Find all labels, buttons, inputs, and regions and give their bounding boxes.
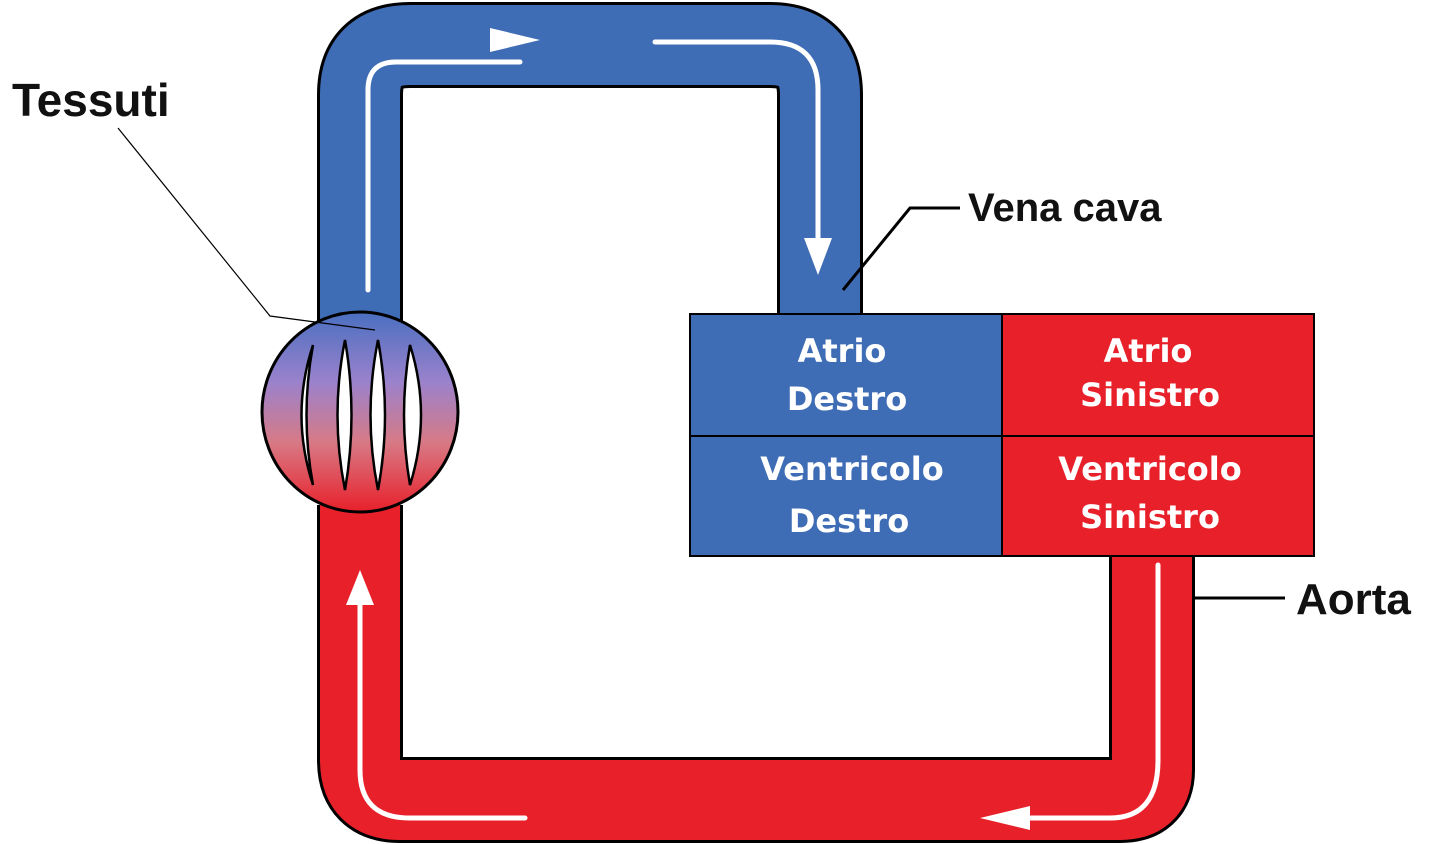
- left-ventricle: [1001, 435, 1315, 557]
- callout-lines: [117, 127, 1285, 600]
- right-ventricle: [689, 435, 1003, 557]
- capillary-gap: [300, 344, 315, 486]
- capillary-gap: [369, 339, 387, 491]
- flow-line-top-left: [365, 59, 523, 293]
- flow-line-bottom-left: [357, 597, 528, 821]
- flow-line-right-down: [997, 562, 1161, 821]
- arrow-down-icon: [804, 238, 832, 275]
- left-atrium-line1: Atrio: [1104, 332, 1193, 370]
- capillary-gap: [402, 344, 423, 486]
- arrow-up-icon: [346, 570, 374, 605]
- tissues-leader: [117, 127, 376, 331]
- left-ventricle-line1: Ventricolo: [1058, 450, 1241, 488]
- right-atrium-line1: Atrio: [798, 332, 887, 370]
- left-ventricle-line2: Sinistro: [1080, 498, 1220, 536]
- capillary-bulb: [260, 310, 460, 514]
- venous-vessel: [317, 2, 863, 335]
- right-atrium-line2: Destro: [787, 380, 907, 418]
- flow-lines: [357, 39, 1161, 821]
- venous-vessel-fill: [320, 5, 860, 335]
- right-ventricle-line2: Destro: [789, 502, 909, 540]
- right-ventricle-line1: Ventricolo: [760, 450, 943, 488]
- heart: [689, 313, 1315, 557]
- right-atrium: [689, 313, 1003, 437]
- vena-cava-leader: [841, 206, 960, 291]
- capillary-gap: [336, 339, 353, 491]
- flow-arrows: [346, 28, 1030, 830]
- arrow-right-icon: [490, 28, 540, 52]
- left-atrium-line2: Sinistro: [1080, 376, 1220, 414]
- left-atrium: [1001, 313, 1315, 437]
- vena-cava-label: Vena cava: [968, 186, 1162, 230]
- flow-line-top-right: [652, 39, 821, 258]
- tissues-label: Tessuti: [12, 74, 170, 126]
- capillary-bed: [260, 310, 460, 514]
- arrow-left-icon: [980, 806, 1030, 830]
- aorta-label: Aorta: [1296, 575, 1411, 624]
